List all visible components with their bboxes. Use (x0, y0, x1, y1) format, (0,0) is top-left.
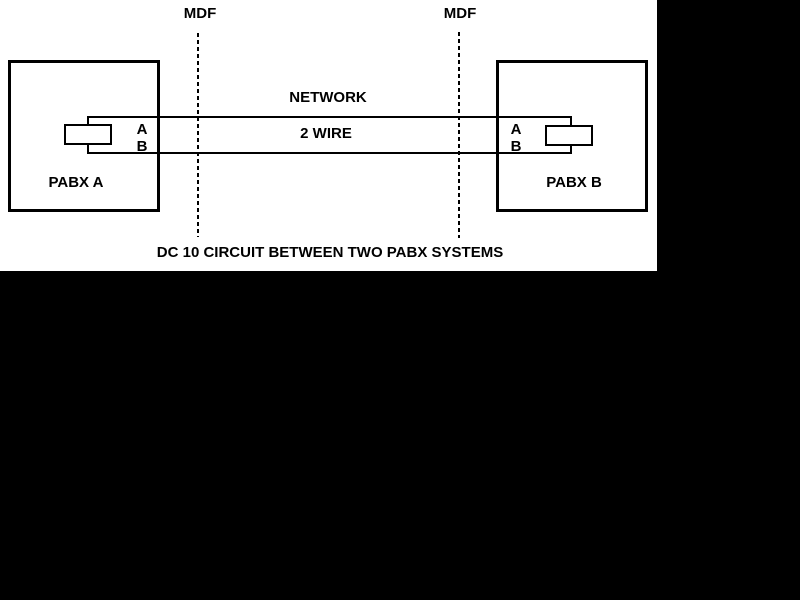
pabx-a-connector (64, 124, 112, 145)
pabx-b-port-a-label: A (510, 121, 522, 138)
pabx-b-label: PABX B (546, 174, 602, 191)
mdf-right-label: MDF (443, 5, 477, 22)
pabx-a-box (8, 60, 160, 212)
two-wire-label: 2 WIRE (300, 125, 352, 142)
mdf-left-label: MDF (183, 5, 217, 22)
diagram-caption: DC 10 CIRCUIT BETWEEN TWO PABX SYSTEMS (156, 244, 504, 261)
pabx-a-port-a-label: A (136, 121, 148, 138)
pabx-a-port-b-label: B (136, 138, 148, 155)
mdf-left-dashed-line (197, 33, 199, 237)
network-label: NETWORK (289, 89, 367, 106)
pabx-b-port-b-label: B (510, 138, 522, 155)
mdf-right-dashed-line (458, 32, 460, 238)
pabx-b-box (496, 60, 648, 212)
diagram-panel: MDF MDF NETWORK 2 WIRE A B A B PABX A PA… (0, 0, 657, 271)
pabx-b-connector (545, 125, 593, 146)
pabx-a-label: PABX A (48, 174, 104, 191)
